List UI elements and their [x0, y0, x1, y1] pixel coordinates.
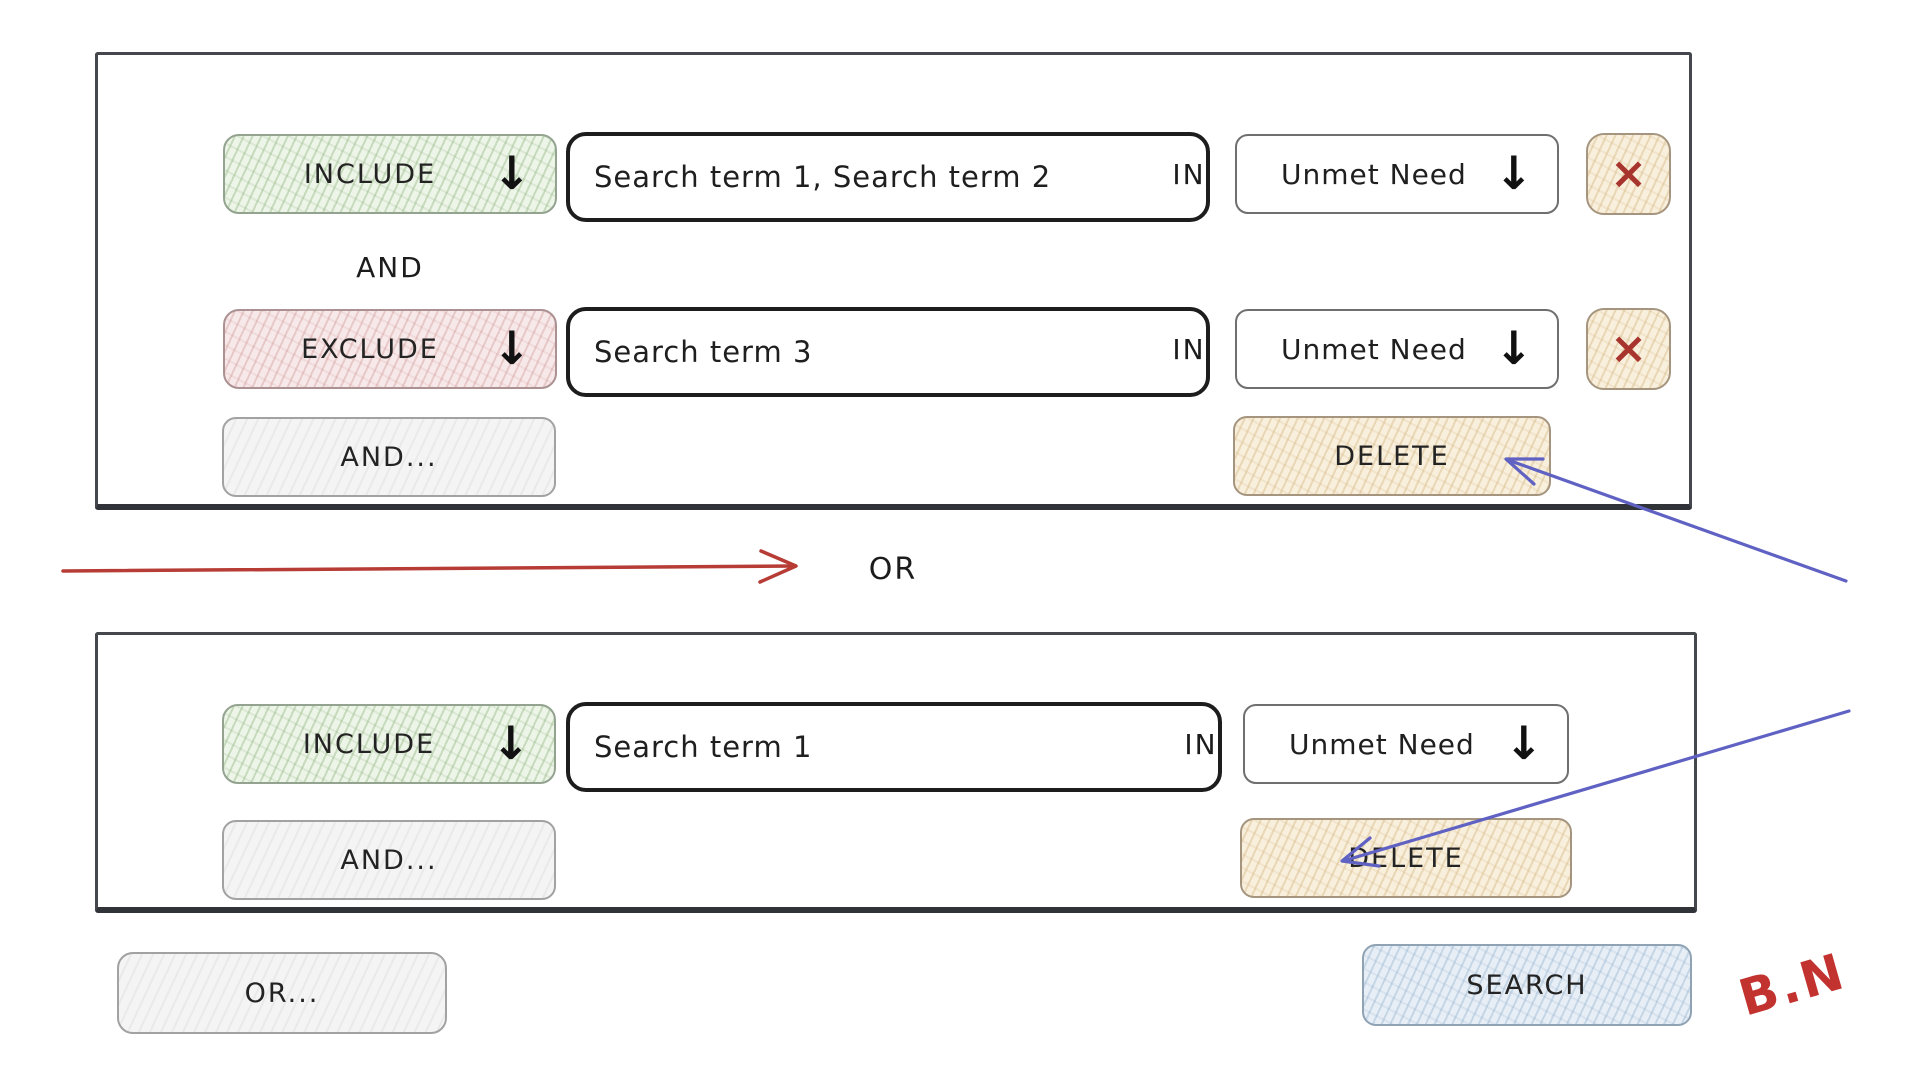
mode-dropdown-label: INCLUDE — [302, 728, 436, 760]
search-terms-input[interactable] — [566, 307, 1210, 397]
or-connector-label: OR — [868, 551, 918, 587]
in-label: IN — [1172, 157, 1206, 191]
mode-dropdown-exclude[interactable]: EXCLUDE ↓ — [223, 309, 557, 389]
in-label: IN — [1184, 727, 1218, 761]
field-dropdown-label: Unmet Need — [1289, 727, 1475, 761]
dropdown-arrow-icon: ↓ — [1494, 146, 1533, 201]
mode-dropdown-label: INCLUDE — [303, 158, 437, 190]
mode-dropdown-include[interactable]: INCLUDE ↓ — [222, 704, 556, 784]
field-dropdown[interactable]: Unmet Need ↓ — [1243, 704, 1569, 784]
dropdown-arrow-icon: ↓ — [1494, 321, 1533, 376]
field-dropdown-label: Unmet Need — [1281, 332, 1467, 366]
search-terms-input[interactable] — [566, 132, 1210, 222]
and-connector-label: AND — [356, 250, 424, 284]
remove-row-button[interactable]: × — [1586, 133, 1671, 215]
field-dropdown-label: Unmet Need — [1281, 157, 1467, 191]
or-flow-arrow — [61, 549, 798, 584]
field-dropdown[interactable]: Unmet Need ↓ — [1235, 309, 1559, 389]
dropdown-arrow-icon: ↓ — [492, 321, 531, 376]
search-terms-input[interactable] — [566, 702, 1222, 792]
remove-row-button[interactable]: × — [1586, 308, 1671, 390]
dropdown-arrow-icon: ↓ — [1504, 716, 1543, 771]
mode-dropdown-label: EXCLUDE — [301, 333, 439, 365]
add-condition-button[interactable]: AND... — [222, 417, 556, 497]
mode-dropdown-include[interactable]: INCLUDE ↓ — [223, 134, 557, 214]
in-label: IN — [1172, 332, 1206, 366]
close-x-icon: × — [1610, 148, 1647, 199]
field-dropdown[interactable]: Unmet Need ↓ — [1235, 134, 1559, 214]
search-button[interactable]: SEARCH — [1362, 944, 1692, 1026]
dropdown-arrow-icon: ↓ — [492, 146, 531, 201]
close-x-icon: × — [1610, 323, 1647, 374]
delete-group-button[interactable]: DELETE — [1240, 818, 1572, 898]
delete-group-button[interactable]: DELETE — [1233, 416, 1551, 496]
dropdown-arrow-icon: ↓ — [491, 716, 530, 771]
add-condition-button[interactable]: AND... — [222, 820, 556, 900]
add-group-button[interactable]: OR... — [117, 952, 447, 1034]
author-initials: B.N — [1732, 942, 1853, 1028]
